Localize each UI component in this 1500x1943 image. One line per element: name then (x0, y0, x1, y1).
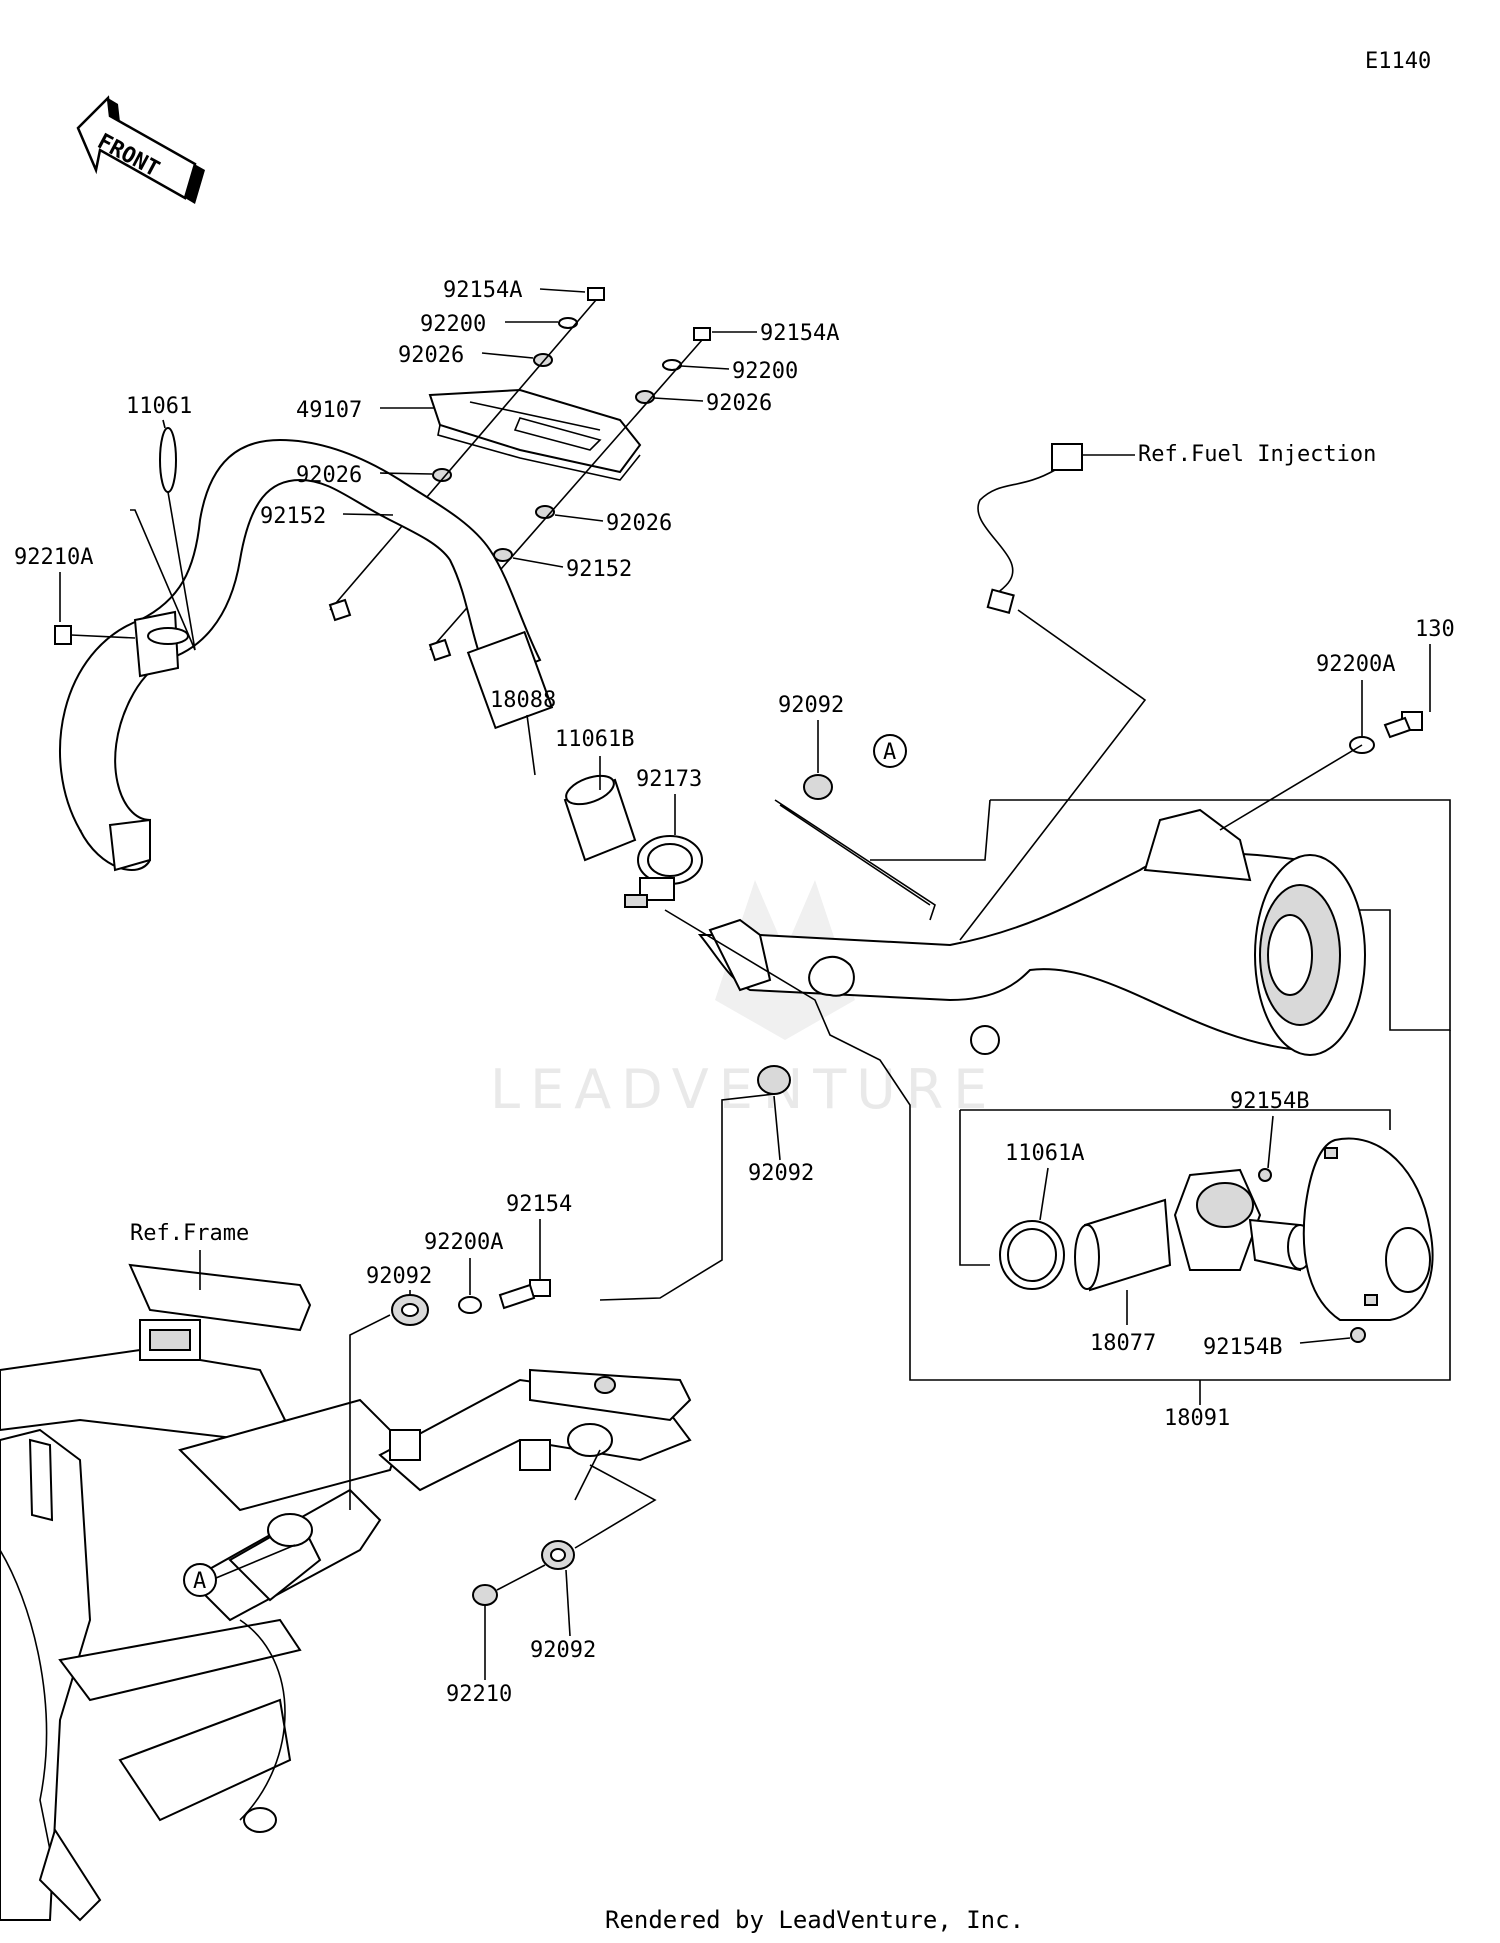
bolt-92154 (498, 1279, 551, 1310)
muffler-group-bracket (664, 909, 1451, 1381)
washer-92200A-lower (458, 1296, 482, 1314)
label-92092-1: 92092 (778, 693, 844, 718)
label-18088: 18088 (490, 688, 556, 713)
bolt-92154A-upper-right (693, 327, 711, 341)
label-ref-fuel-injection: Ref.Fuel Injection (1138, 442, 1376, 467)
gasket-11061 (159, 427, 177, 493)
grommet-92092-lower-right (541, 1540, 575, 1570)
label-92154B-2: 92154B (1203, 1335, 1282, 1360)
grommet-92092-upper (803, 774, 833, 800)
washer-92200-right (662, 359, 682, 371)
label-92092-4: 92092 (530, 1638, 596, 1663)
callout-a-lower-label: A (193, 1569, 206, 1594)
label-92210: 92210 (446, 1682, 512, 1707)
label-92200-1: 92200 (420, 312, 486, 337)
label-11061B: 11061B (555, 727, 634, 752)
label-92200A-2: 92200A (424, 1230, 503, 1255)
label-92026-4: 92026 (606, 511, 672, 536)
frame-line-left (870, 799, 991, 861)
callout-a-upper-label: A (883, 740, 896, 765)
label-18091: 18091 (1164, 1406, 1230, 1431)
screw-92154B-lower (1350, 1327, 1366, 1343)
frame-line-right (990, 799, 1451, 1031)
diagram-code: E1140 (1365, 49, 1431, 74)
label-92092-3: 92092 (366, 1264, 432, 1289)
label-92173: 92173 (636, 767, 702, 792)
label-92200-2: 92200 (732, 359, 798, 384)
label-92200A-1: 92200A (1316, 652, 1395, 677)
label-92026-1: 92026 (398, 343, 464, 368)
label-92026-2: 92026 (296, 463, 362, 488)
bolt-130 (1383, 711, 1423, 739)
tailpipe-group-left (959, 1110, 990, 1266)
grommet-92026-left (533, 353, 553, 367)
callout-a-upper (873, 734, 907, 768)
label-130: 130 (1415, 617, 1455, 642)
grommet-middle-leader (599, 1093, 775, 1301)
label-92092-2: 92092 (748, 1161, 814, 1186)
screw-92154B-upper (1258, 1168, 1272, 1182)
label-92026-3: 92026 (706, 391, 772, 416)
gasket-11061A (999, 1220, 1065, 1290)
label-11061A: 11061A (1005, 1141, 1084, 1166)
label-92154B-1: 92154B (1230, 1089, 1309, 1114)
label-92152-1: 92152 (260, 504, 326, 529)
grommet-92026-lower-left (432, 468, 452, 482)
label-92210A: 92210A (14, 545, 93, 570)
clamp-92173 (624, 835, 703, 908)
tailpipe-18077 (1074, 1168, 1313, 1292)
end-cap (1302, 1137, 1434, 1321)
label-18077: 18077 (1090, 1331, 1156, 1356)
grommet-92092-middle (757, 1065, 791, 1095)
footer-credit: Rendered by LeadVenture, Inc. (605, 1906, 1024, 1934)
frame-assembly (0, 1263, 692, 1922)
callout-a-lower (183, 1563, 217, 1597)
label-11061: 11061 (126, 394, 192, 419)
label-49107: 49107 (296, 398, 362, 423)
heat-guard-49107 (428, 388, 642, 481)
grommet-92092-lower-left (391, 1294, 429, 1326)
nut-92210A (54, 625, 72, 645)
watermark: LEADVENTURE (490, 1058, 997, 1121)
gasket-11061B (563, 774, 637, 862)
front-arrow-icon: FRONT (76, 95, 205, 204)
tailpipe-group-top (960, 1109, 1391, 1130)
label-92154A-2: 92154A (760, 321, 839, 346)
label-92152-2: 92152 (566, 557, 632, 582)
label-92154A-1: 92154A (443, 278, 522, 303)
label-ref-frame: Ref.Frame (130, 1221, 249, 1246)
oxygen-sensor (959, 443, 1147, 941)
nut-92210 (472, 1584, 498, 1606)
exhaust-pipe-18088 (59, 438, 554, 872)
muffler-18091 (697, 808, 1366, 1056)
bolt-92154A-upper-left (587, 287, 605, 301)
label-92154: 92154 (506, 1192, 572, 1217)
